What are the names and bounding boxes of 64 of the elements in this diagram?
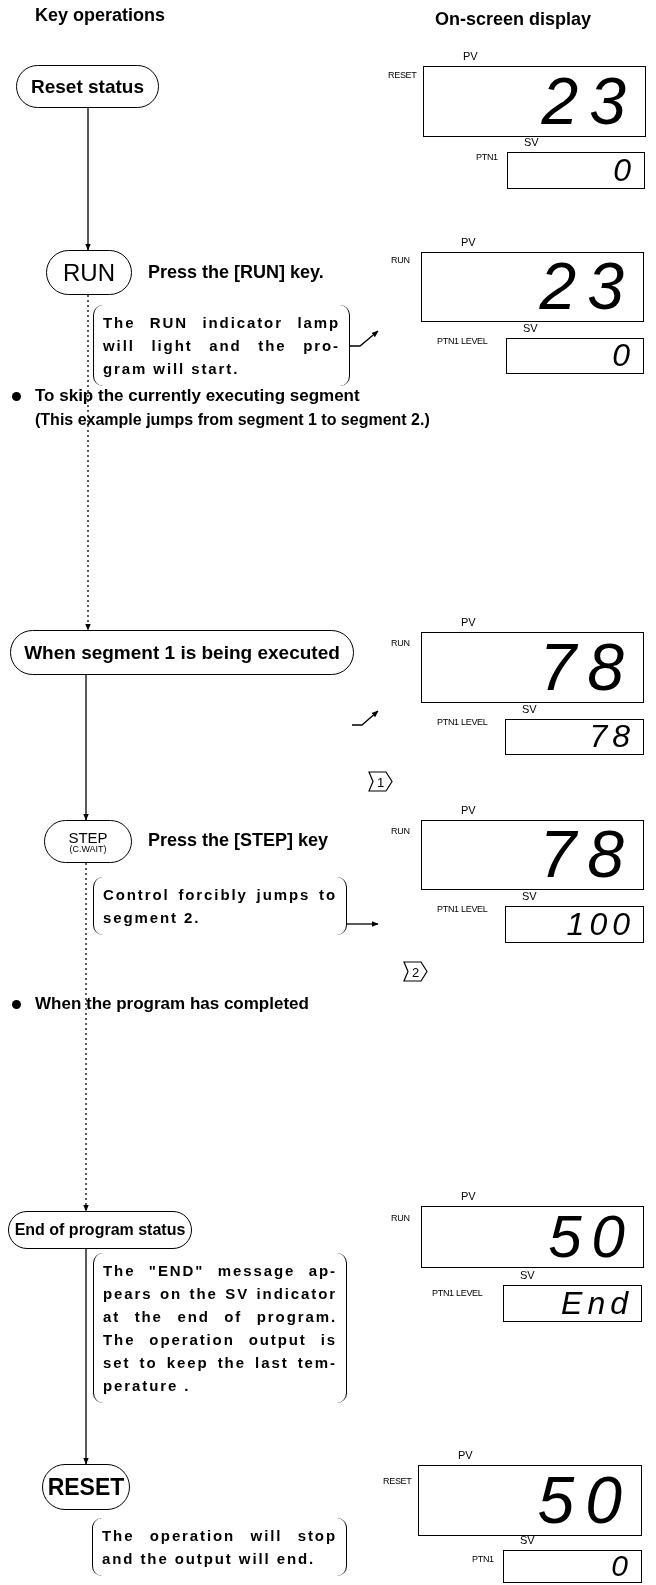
leader-arrow [346,921,379,927]
indicator-label: SV [520,1269,535,1282]
mode-label: RUN [391,1213,410,1223]
segment-digits: 78 [589,720,635,753]
indicator-label: SV [523,322,538,335]
mode-label: RUN [391,826,410,836]
segment-digits: 78 [539,821,635,888]
segment-digits: 50 [548,1207,635,1266]
status-pill: When segment 1 is being executed [10,630,354,675]
mode-label: PTN1 LEVEL [437,336,488,346]
segment-digits: 100 [566,907,635,941]
segment-digits: 23 [539,253,635,320]
indicator-label: PV [463,50,478,63]
section-heading: (This example jumps from segment 1 to segment 2.) [35,411,431,429]
mode-label: RESET [388,70,417,80]
section-heading: To skip the currently executing segment [35,386,361,406]
note-text: Control forcibly jumps to segment 2. [103,885,337,928]
indicator-label: PV [458,1449,473,1462]
indicator-label: PV [461,236,476,249]
mode-label: PTN1 [472,1554,494,1564]
mode-label: RESET [383,1476,412,1486]
key-label: STEP [68,829,108,845]
segment-digits: 0 [611,1551,633,1581]
note-text: The "END" message ap- pears on the SV indicator at the end of program. The operation output is set to keep the last tem- perature . [103,1261,337,1396]
segment-digits: End [561,1286,633,1320]
indicator-label: SV [524,136,539,149]
section-heading: When the program has completed [35,994,310,1014]
mode-label: PTN1 LEVEL [437,904,488,914]
arrow [85,107,91,251]
status-pill: RUN [46,250,132,295]
status-pill: End of program status [8,1211,192,1249]
mode-label: PTN1 LEVEL [432,1288,483,1298]
key-sublabel: (C.WAIT) [69,844,107,854]
status-pill: RESET [42,1464,130,1510]
status-pill: Reset status [16,65,159,108]
mode-label: PTN1 LEVEL [437,717,488,727]
section-heading: Key operations [35,5,167,26]
note-text: The RUN indicator lamp will light and the pro- gram will start. [103,313,340,379]
mode-label: RUN [391,638,410,648]
mode-label: PTN1 [476,152,498,162]
indicator-label: SV [522,890,537,903]
note-text: The operation will stop and the output will end. [102,1526,337,1569]
arrow [83,674,89,821]
key-pill [44,820,132,863]
segment-marker: 2 [403,961,428,982]
segment-digits: 78 [539,633,635,701]
segment-marker: 1 [368,771,393,792]
section-heading: On-screen display [435,9,593,30]
dotted-arrow [83,862,89,1212]
segment-digits: 0 [613,153,636,187]
segment-digits: 23 [541,67,637,135]
leader-arrow [349,330,379,347]
indicator-label: SV [522,703,537,716]
dotted-arrow [85,294,91,631]
instruction-text: Press the [RUN] key. [148,262,324,283]
segment-digits: 50 [537,1466,633,1534]
indicator-label: PV [461,1190,476,1203]
mode-label: RUN [391,255,410,265]
segment-digits: 0 [612,339,635,372]
indicator-label: PV [461,804,476,817]
arrow [83,1248,89,1465]
indicator-label: PV [461,616,476,629]
indicator-label: SV [520,1534,535,1547]
instruction-text: Press the [STEP] key [148,830,329,851]
